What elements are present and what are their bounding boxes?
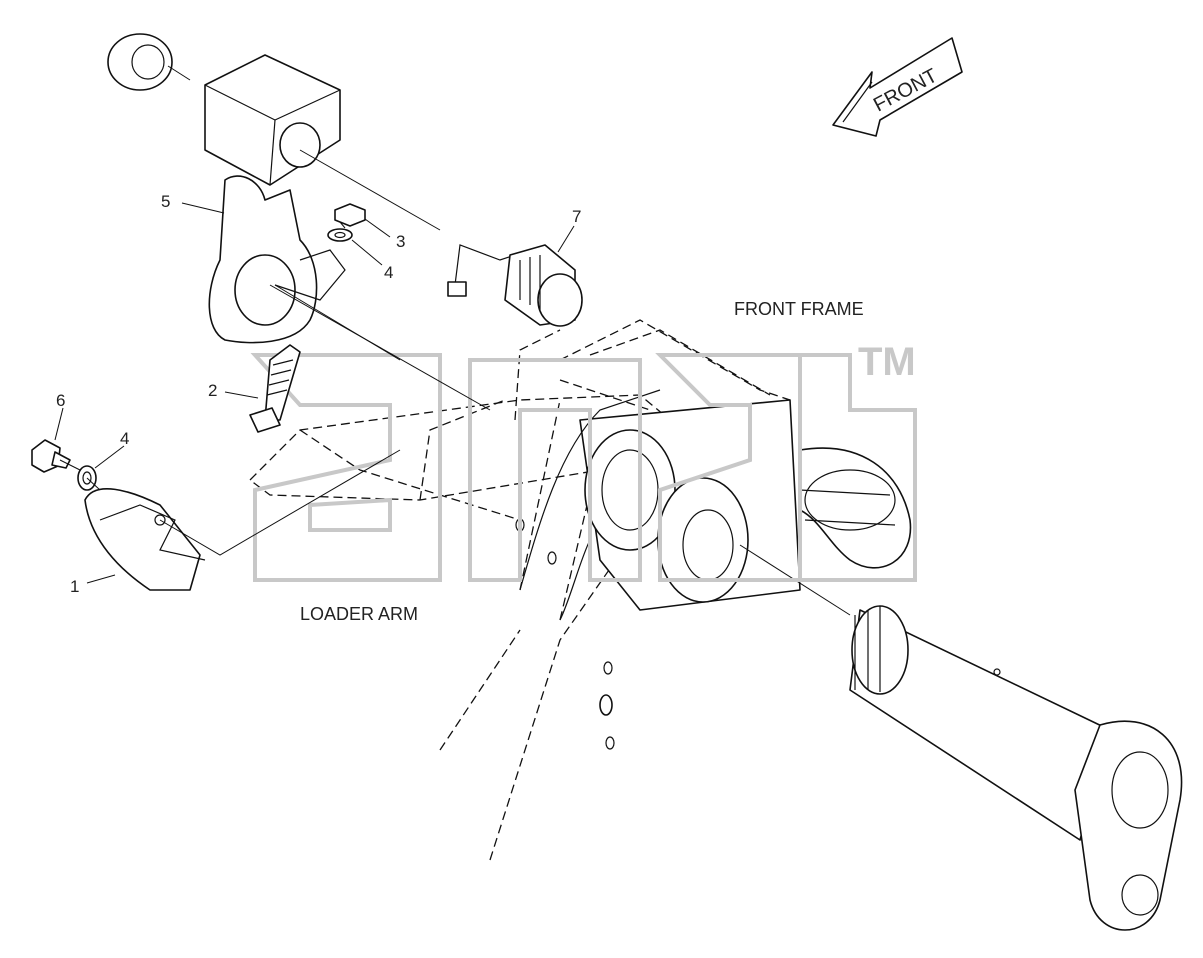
pin-washer [657,477,749,603]
callout-6: 6 [56,391,65,410]
front-frame-label: FRONT FRAME [734,299,864,319]
temperature-sensor-7 [447,244,583,327]
callout-5: 5 [161,192,170,211]
loader-arm-body [515,389,661,750]
pivot-pin [657,477,1183,931]
bracket-5 [208,175,346,344]
assembly-lines [59,149,491,556]
retainer-plate-1 [84,488,206,591]
frame-bore [584,429,676,551]
callout-leaders [54,202,575,584]
bolt-2 [249,344,301,433]
callout-3: 3 [396,232,405,251]
callout-4-top: 4 [384,263,393,282]
callout-7: 7 [572,207,581,226]
callout-4-bottom: 4 [120,429,129,448]
trademark-text: TM [858,340,916,384]
callout-2: 2 [208,381,217,400]
front-direction-arrow: FRONT [832,37,963,137]
hex-nut [107,33,191,91]
hex-nut-3 [334,203,366,227]
callout-1: 1 [70,577,79,596]
sensor-bracket-cover [204,54,341,186]
watermark: TM [250,340,917,582]
loader-arm-label: LOADER ARM [300,604,418,624]
bolt-6 [31,439,71,473]
washer-4-top [327,228,353,242]
